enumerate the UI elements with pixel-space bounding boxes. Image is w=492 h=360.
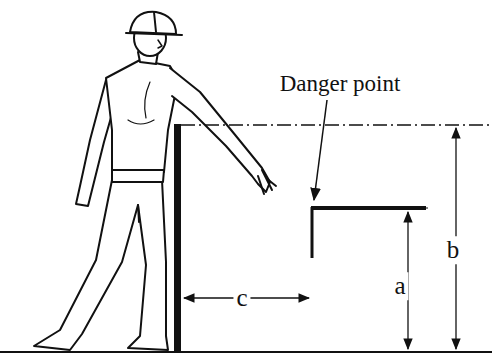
ground-line xyxy=(0,351,492,353)
dimension-label: b xyxy=(444,236,463,264)
machine-part xyxy=(311,206,426,210)
barrier xyxy=(174,124,181,352)
danger-label: Danger point xyxy=(277,71,404,96)
worker-figure xyxy=(34,12,276,350)
extension-line xyxy=(410,208,428,209)
dimension-label: c xyxy=(233,284,250,312)
machine-part xyxy=(311,207,314,258)
dimension-label: a xyxy=(391,272,408,300)
leader-arrow xyxy=(314,100,327,200)
barrier-height-line xyxy=(181,124,490,126)
